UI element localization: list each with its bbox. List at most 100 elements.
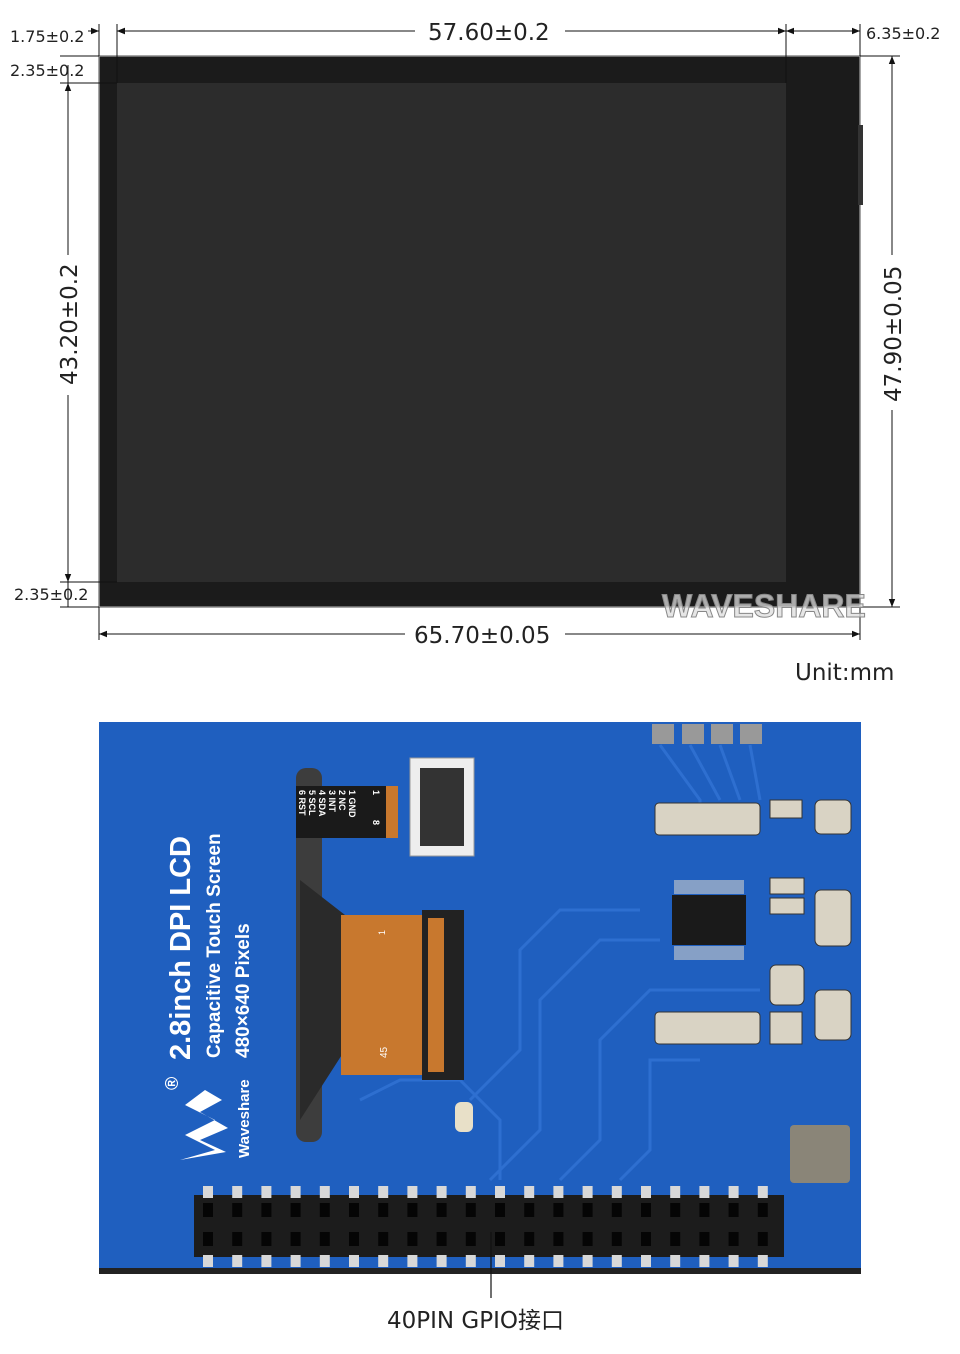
gpio-pin: [495, 1186, 505, 1198]
gpio-pin: [378, 1255, 389, 1267]
gpio-socket-hole: [407, 1203, 418, 1217]
dim-top-bezel: 2.35±0.2: [10, 61, 84, 80]
touch-conn-first: 1: [371, 790, 381, 795]
gpio-pin: [699, 1255, 710, 1267]
board-subtitle: Capacitive Touch Screen: [204, 833, 225, 1058]
gpio-socket-hole: [349, 1232, 359, 1246]
gpio-pin: [203, 1255, 213, 1267]
gpio-socket-hole: [670, 1203, 681, 1217]
touch-pin: 5 SCL: [307, 790, 317, 816]
gpio-pin: [670, 1186, 681, 1198]
dim-left-bezel: 1.75±0.2: [10, 27, 84, 46]
gpio-socket-hole: [203, 1232, 213, 1246]
side-tab: [858, 125, 863, 205]
gpio-pin: [641, 1255, 651, 1267]
gpio-pin: [349, 1255, 359, 1267]
ic-chip: [672, 895, 746, 945]
gpio-pin: [757, 1186, 768, 1198]
gpio-socket-hole: [495, 1203, 505, 1217]
gpio-pin: [261, 1255, 272, 1267]
gpio-socket-hole: [203, 1203, 213, 1217]
gpio-socket-hole: [582, 1203, 593, 1217]
board-title: 2.8inch DPI LCD: [165, 836, 197, 1060]
registered-mark: ®: [162, 1077, 182, 1090]
gpio-socket-hole: [465, 1203, 476, 1217]
gpio-pin: [728, 1255, 739, 1267]
dim-active-height: 43.20±0.2: [57, 263, 83, 385]
gpio-socket-hole: [553, 1203, 564, 1217]
display-front-view: [98, 55, 863, 608]
gpio-pin: [232, 1186, 243, 1198]
gpio-socket-hole: [232, 1203, 243, 1217]
lcd-fpc: [341, 915, 431, 1075]
touch-conn-last: 8: [371, 820, 381, 825]
gpio-socket-hole: [670, 1232, 681, 1246]
gpio-pin: [641, 1186, 651, 1198]
gpio-pin: [611, 1255, 622, 1267]
board-brand: Waveshare: [236, 1079, 253, 1158]
active-area: [117, 83, 786, 582]
touch-pin: 6 RST: [297, 790, 307, 816]
gpio-pin: [407, 1255, 418, 1267]
gpio-socket-hole: [407, 1232, 418, 1246]
gpio-socket-hole: [582, 1232, 593, 1246]
gpio-header[interactable]: [194, 1195, 784, 1257]
gpio-pin: [465, 1255, 476, 1267]
dim-right-bezel: 6.35±0.2: [866, 24, 940, 43]
gpio-socket-hole: [699, 1232, 710, 1246]
watermark: WAVESHARE: [662, 588, 866, 624]
gpio-callout-label: 40PIN GPIO接口: [387, 1308, 564, 1334]
gpio-pin: [670, 1255, 681, 1267]
gpio-pin: [524, 1186, 535, 1198]
touch-fpc: [296, 786, 398, 838]
gpio-pin: [319, 1255, 330, 1267]
gpio-pin: [436, 1186, 447, 1198]
gpio-pin: [524, 1255, 535, 1267]
gpio-pin: [582, 1255, 593, 1267]
gpio-pin: [757, 1255, 768, 1267]
gpio-socket-hole: [261, 1203, 272, 1217]
gpio-pin: [232, 1255, 243, 1267]
ic-pins: [674, 880, 744, 960]
gpio-socket-hole: [378, 1232, 389, 1246]
gpio-socket-hole: [641, 1232, 651, 1246]
gpio-pin: [582, 1186, 593, 1198]
gpio-socket-hole: [757, 1232, 768, 1246]
gpio-socket-hole: [699, 1203, 710, 1217]
gpio-pin: [203, 1186, 213, 1198]
board-resolution: 480×640 Pixels: [233, 923, 254, 1058]
gpio-pin: [436, 1255, 447, 1267]
gpio-socket-hole: [611, 1232, 622, 1246]
pcb-back-view: 1 45 1 8 1 GND 2 NC 3 INT 4 SDA 5 SCL 6 …: [99, 722, 861, 1274]
fpc-pin-first: 1: [377, 930, 387, 935]
gpio-pin: [349, 1186, 359, 1198]
dim-total-width: 65.70±0.05: [414, 623, 550, 649]
gpio-socket-hole: [728, 1232, 739, 1246]
gpio-socket-hole: [261, 1232, 272, 1246]
gpio-socket-hole: [436, 1203, 447, 1217]
gpio-socket-hole: [495, 1232, 505, 1246]
gpio-socket-hole: [611, 1203, 622, 1217]
gpio-socket-hole: [641, 1203, 651, 1217]
gpio-pin: [728, 1186, 739, 1198]
dim-active-width: 57.60±0.2: [428, 20, 550, 46]
gpio-pin: [319, 1186, 330, 1198]
gpio-pin: [290, 1186, 301, 1198]
touch-pin: 1 GND: [347, 790, 357, 818]
gpio-socket-hole: [349, 1203, 359, 1217]
dim-total-height: 47.90±0.05: [881, 266, 907, 402]
gpio-socket-hole: [465, 1232, 476, 1246]
gpio-socket-hole: [728, 1203, 739, 1217]
gpio-socket-hole: [524, 1232, 535, 1246]
dim-bottom-bezel: 2.35±0.2: [14, 585, 88, 604]
gpio-socket-hole: [290, 1203, 301, 1217]
touch-pin: 3 INT: [327, 790, 337, 813]
gpio-pin: [553, 1186, 564, 1198]
waveshare-logo-icon: [180, 1090, 228, 1160]
led: [455, 1102, 473, 1132]
gpio-pin: [611, 1186, 622, 1198]
gpio-pin: [290, 1255, 301, 1267]
gpio-pin: [699, 1186, 710, 1198]
gpio-socket-hole: [232, 1232, 243, 1246]
